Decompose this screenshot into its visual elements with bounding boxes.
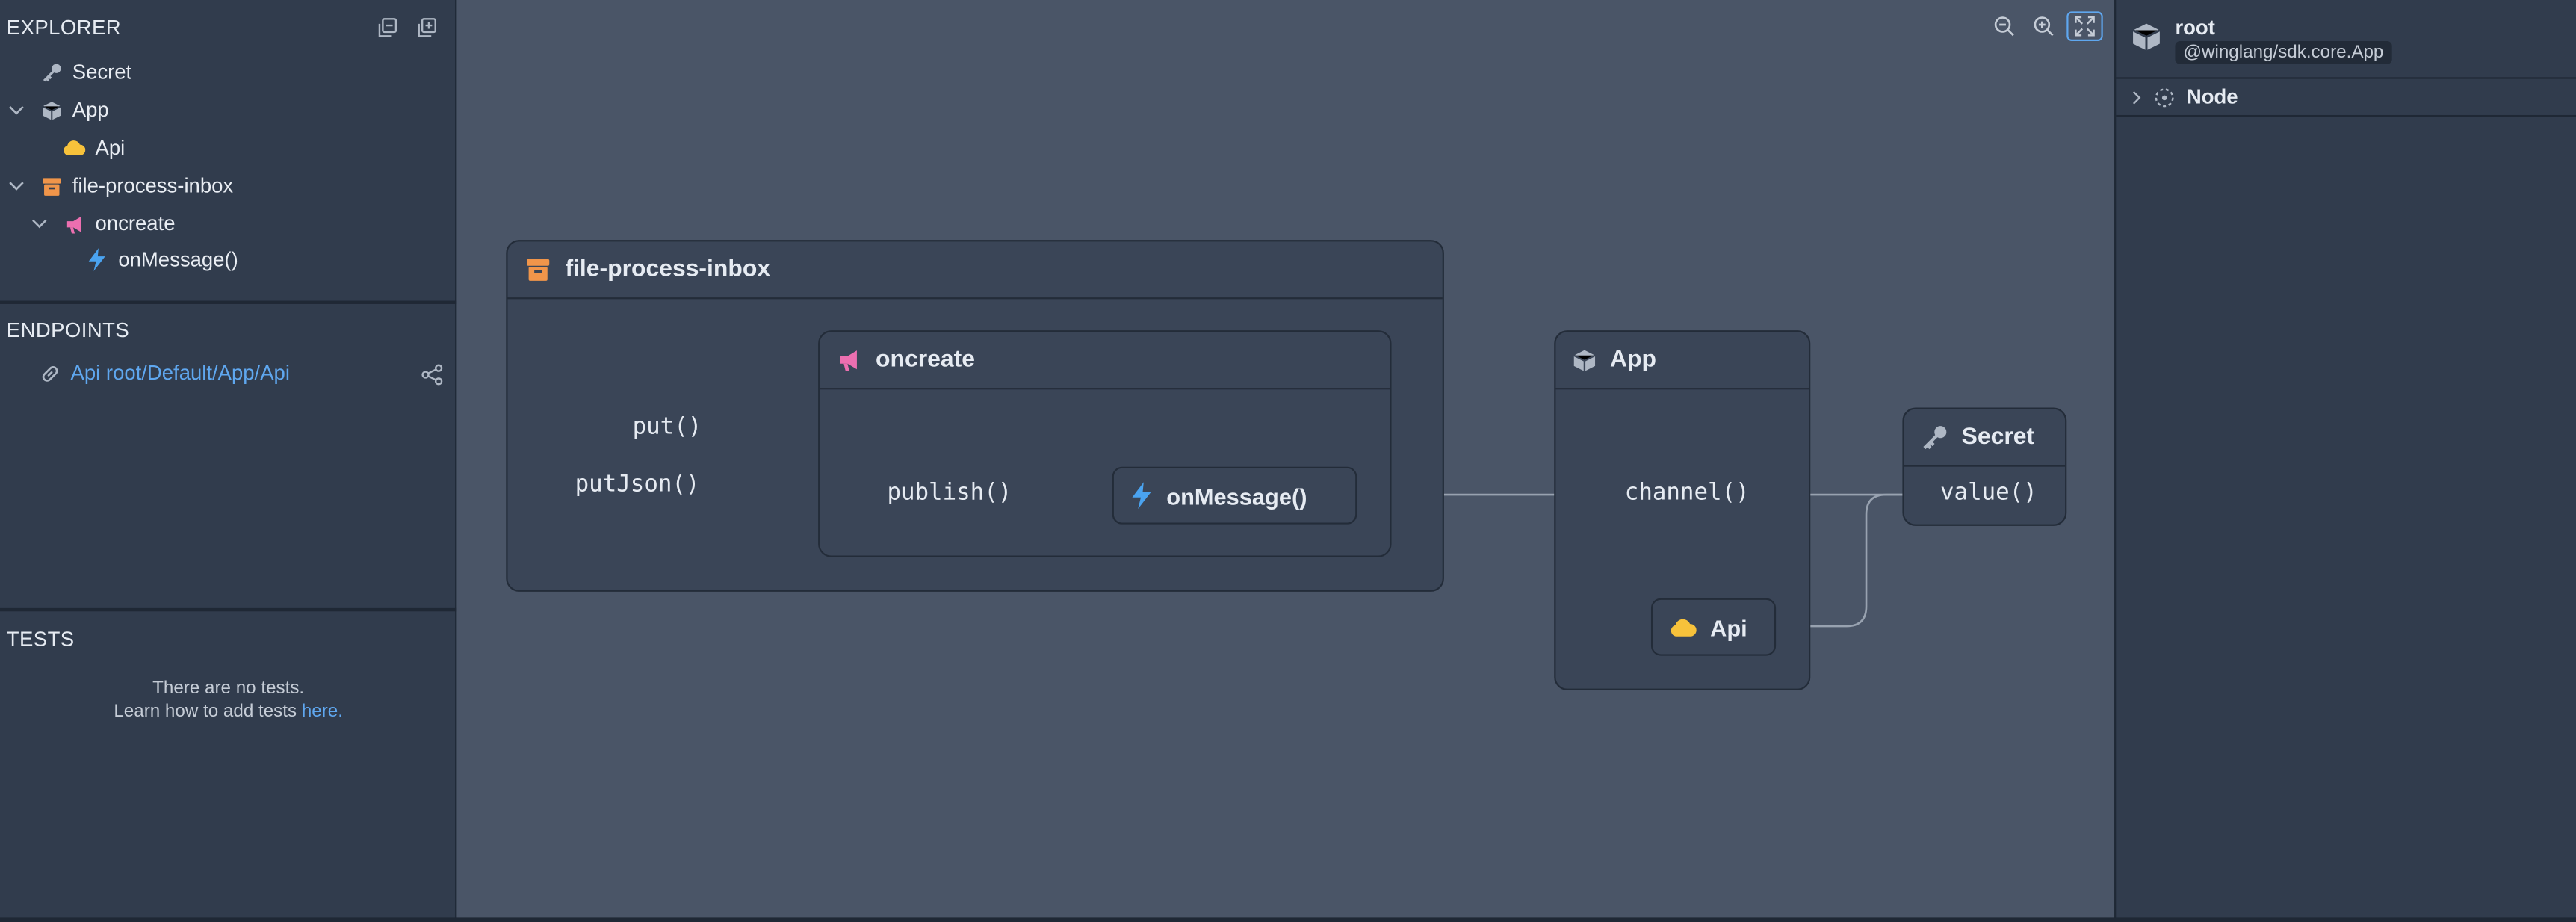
section-divider — [0, 607, 457, 612]
megaphone-icon — [836, 347, 862, 373]
key-icon — [1921, 423, 1948, 451]
chevron-down-icon[interactable] — [8, 102, 25, 118]
node-title: Secret — [1961, 424, 2035, 451]
node-title: App — [1610, 347, 1656, 374]
node-section-header[interactable]: Node — [2116, 77, 2576, 117]
node-dashed-icon — [2155, 88, 2174, 108]
cloud-icon — [63, 137, 86, 160]
oncreate-header: oncreate — [820, 332, 1390, 390]
method-value[interactable]: value() — [1939, 480, 2037, 507]
tree-item-file-process-inbox[interactable]: file-process-inbox — [40, 170, 233, 202]
tree-item-label: oncreate — [95, 211, 176, 235]
chevron-down-icon[interactable] — [8, 178, 25, 194]
inspector-title: root — [2175, 16, 2215, 40]
zoom-in-icon — [2034, 16, 2054, 37]
method-publish[interactable]: publish() — [887, 480, 1012, 507]
chevron-down-icon[interactable] — [31, 215, 48, 232]
tree-item-label: Api — [95, 136, 126, 160]
share-icon[interactable] — [421, 363, 444, 386]
tests-help-link[interactable]: here. — [301, 702, 343, 722]
app-header: App — [1555, 332, 1809, 390]
expand-all-icon[interactable] — [415, 16, 439, 40]
tree-item-secret[interactable]: Secret — [40, 56, 131, 89]
secret-header: Secret — [1904, 409, 2066, 467]
tree-item-api[interactable]: Api — [63, 132, 126, 164]
bottom-border — [0, 917, 2576, 922]
tests-title: TESTS — [6, 628, 75, 652]
fit-view-button[interactable] — [2066, 11, 2103, 41]
expand-icon — [2075, 16, 2095, 37]
type-badge: @winglang/sdk.core.App — [2175, 40, 2392, 64]
onmessage-node[interactable]: onMessage() — [1112, 466, 1357, 525]
node-label: Api — [1710, 613, 1747, 640]
tests-empty-message: There are no tests. — [152, 678, 305, 699]
zoom-out-button[interactable] — [1991, 13, 2017, 40]
endpoint-link[interactable]: Api root/Default/App/Api — [40, 362, 290, 385]
inspector-panel: root @winglang/sdk.core.App Node — [2114, 0, 2576, 922]
collapse-all-icon[interactable] — [377, 16, 400, 40]
archive-icon — [40, 174, 63, 197]
archive-icon — [524, 256, 551, 282]
node-title: file-process-inbox — [565, 256, 771, 283]
explorer-title: EXPLORER — [6, 16, 122, 40]
tree-item-onmessage[interactable]: onMessage() — [85, 244, 238, 276]
tree-item-oncreate[interactable]: oncreate — [63, 207, 176, 240]
node-label: onMessage() — [1166, 482, 1307, 509]
link-icon — [40, 362, 61, 384]
tree-item-label: onMessage() — [118, 248, 238, 271]
zoom-in-button[interactable] — [2031, 13, 2057, 40]
zoom-out-icon — [1994, 16, 2014, 37]
cube-icon — [1572, 347, 1597, 372]
secret-node[interactable]: Secret — [1902, 407, 2067, 526]
left-sidebar: EXPLORER Secret App — [0, 0, 457, 922]
tests-help-text: Learn how to add tests — [114, 702, 297, 722]
method-put[interactable]: put() — [632, 414, 702, 441]
api-node[interactable]: Api — [1650, 598, 1777, 656]
megaphone-icon — [63, 212, 86, 235]
key-icon — [40, 61, 63, 84]
diagram-canvas[interactable]: file-process-inbox put() putJson() oncre… — [458, 0, 2115, 922]
node-title: oncreate — [876, 347, 975, 374]
tree-item-app[interactable]: App — [40, 93, 109, 126]
section-divider — [0, 300, 457, 304]
method-channel[interactable]: channel() — [1624, 480, 1750, 507]
tree-item-label: Secret — [72, 61, 132, 84]
cube-icon — [40, 99, 63, 122]
node-section-label: Node — [2186, 85, 2238, 109]
method-putjson[interactable]: putJson() — [575, 471, 700, 498]
file-process-inbox-header: file-process-inbox — [507, 241, 1443, 300]
tree-item-label: file-process-inbox — [72, 174, 234, 197]
endpoints-title: ENDPOINTS — [6, 318, 130, 342]
tests-help-line: Learn how to add tests here. — [0, 700, 456, 723]
chevron-right-icon — [2132, 91, 2141, 105]
cloud-icon — [1669, 616, 1697, 639]
bolt-icon — [1130, 481, 1154, 510]
cube-icon — [2132, 23, 2161, 51]
endpoint-link-label: Api root/Default/App/Api — [70, 361, 290, 385]
bolt-icon — [85, 248, 108, 271]
tree-item-label: App — [72, 98, 109, 122]
